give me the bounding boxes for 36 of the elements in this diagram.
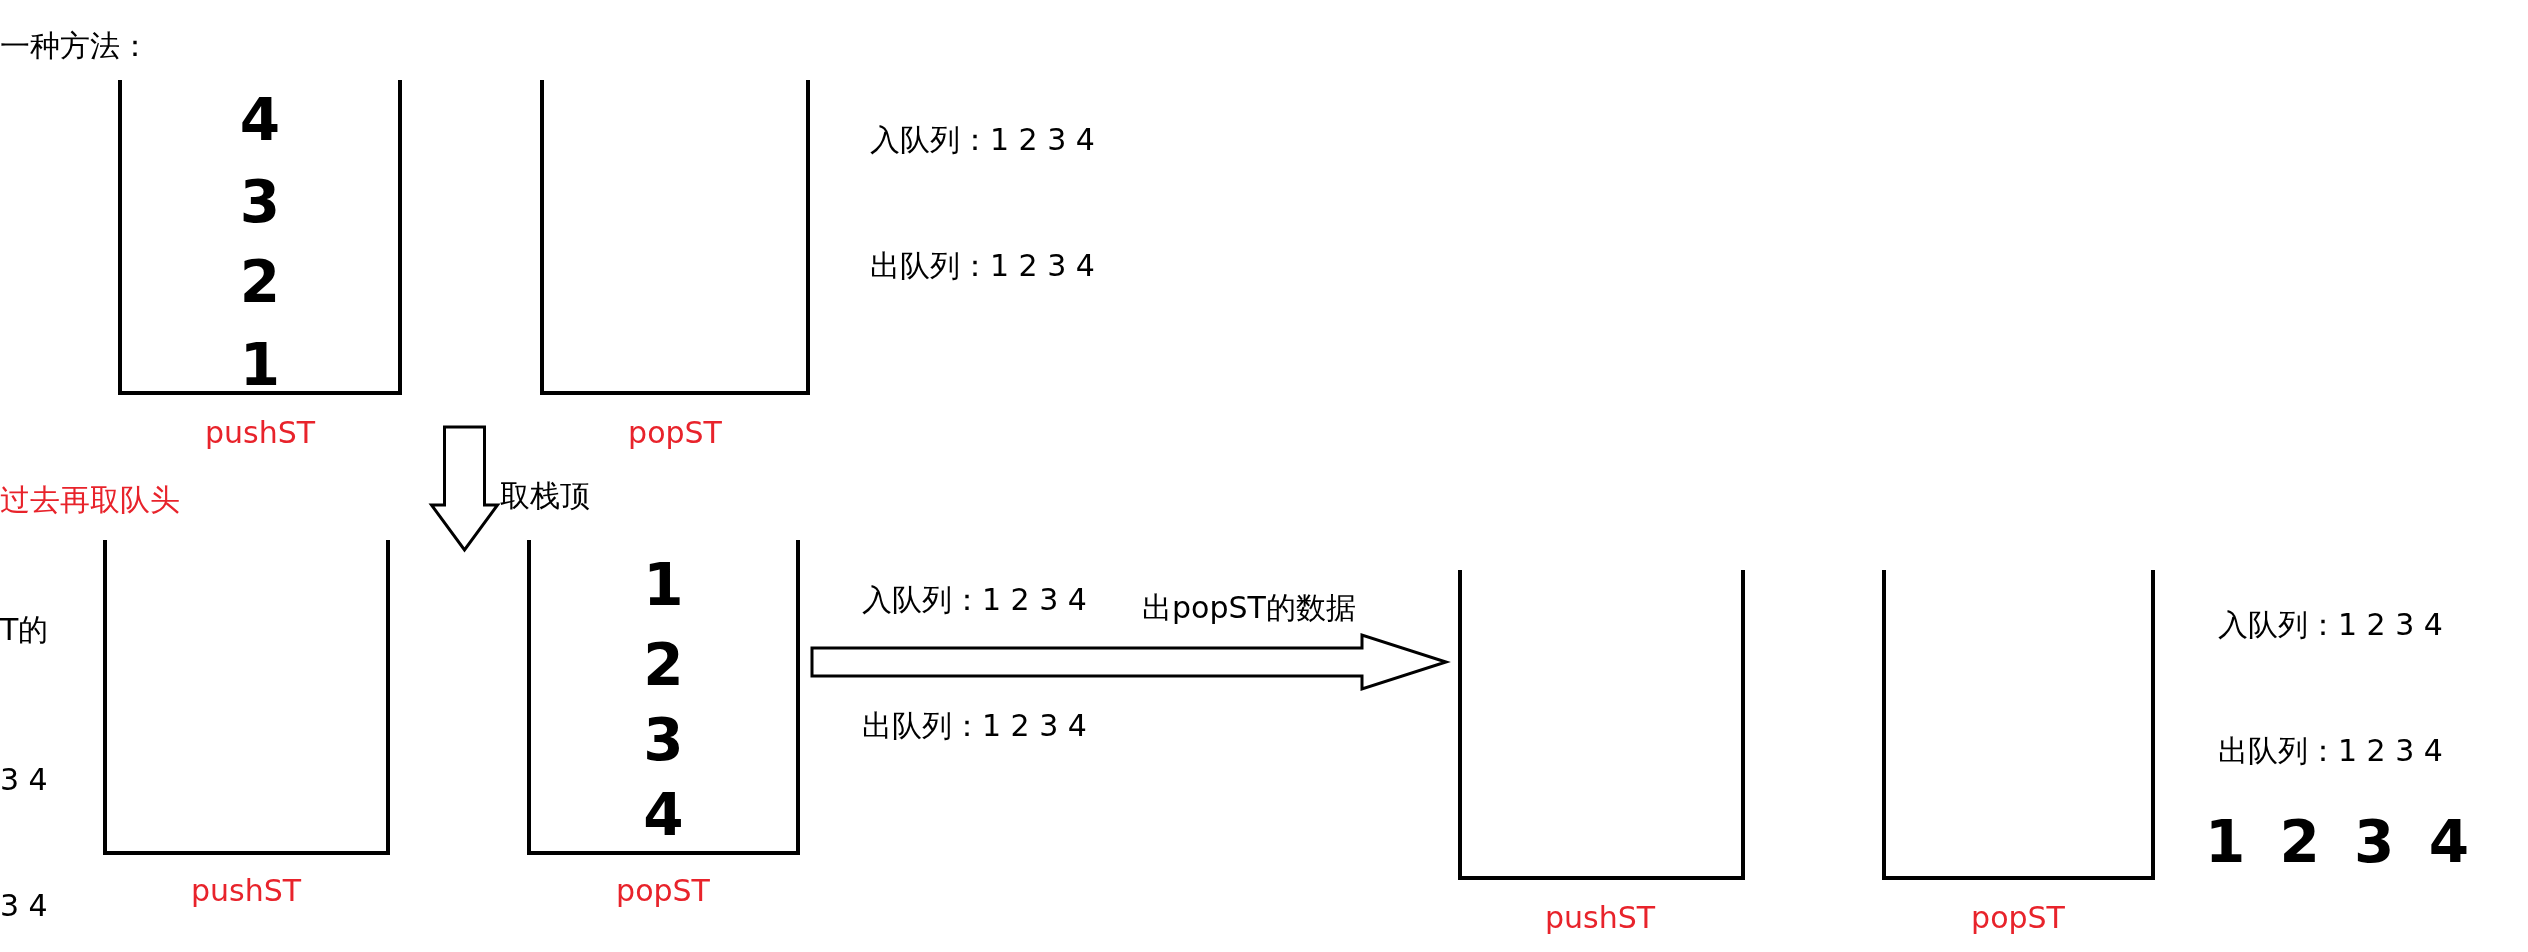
edge-label: 出popST的数据 — [1142, 590, 1356, 626]
stack-label: popST — [616, 873, 710, 909]
handwritten-number: 1 2 3 4 — [2205, 810, 2469, 874]
stack-label: popST — [628, 415, 722, 451]
edge-label: 取栈顶 — [499, 478, 590, 514]
stack-label: pushST — [190, 873, 302, 909]
text-label: 入队列：1 2 3 4 — [862, 582, 1087, 618]
stack-container — [103, 540, 390, 855]
block-arrow — [428, 425, 501, 553]
stack-label: popST — [1971, 900, 2065, 936]
note-text: 过去再取队头 — [0, 482, 180, 518]
handwritten-number: 2 — [239, 252, 281, 312]
stack-container — [118, 80, 402, 395]
handwritten-number: 2 — [643, 635, 684, 695]
handwritten-number: 3 — [643, 710, 684, 770]
text-label: 入队列：1 2 3 4 — [2218, 607, 2443, 643]
text-label: T的 — [0, 612, 49, 648]
stack-label: pushST — [1544, 900, 1656, 936]
handwritten-number: 4 — [239, 90, 281, 150]
text-label: 一种方法： — [0, 28, 150, 64]
text-label: 出队列：1 2 3 4 — [2218, 733, 2443, 769]
stack-container — [1882, 570, 2155, 880]
text-label: 3 4 — [0, 762, 48, 798]
text-label: 3 4 — [0, 888, 48, 924]
stack-label: pushST — [204, 415, 316, 451]
handwritten-number: 4 — [643, 785, 684, 845]
text-label: 出队列：1 2 3 4 — [870, 248, 1095, 284]
handwritten-number: 3 — [239, 172, 281, 232]
text-label: 出队列：1 2 3 4 — [862, 708, 1087, 744]
handwritten-number: 1 — [643, 555, 684, 615]
text-label: 入队列：1 2 3 4 — [870, 122, 1095, 158]
block-arrow — [810, 632, 1451, 692]
stack-container — [1458, 570, 1745, 880]
handwritten-number: 1 — [239, 335, 281, 395]
stack-container — [540, 80, 810, 395]
stack-container — [527, 540, 800, 855]
